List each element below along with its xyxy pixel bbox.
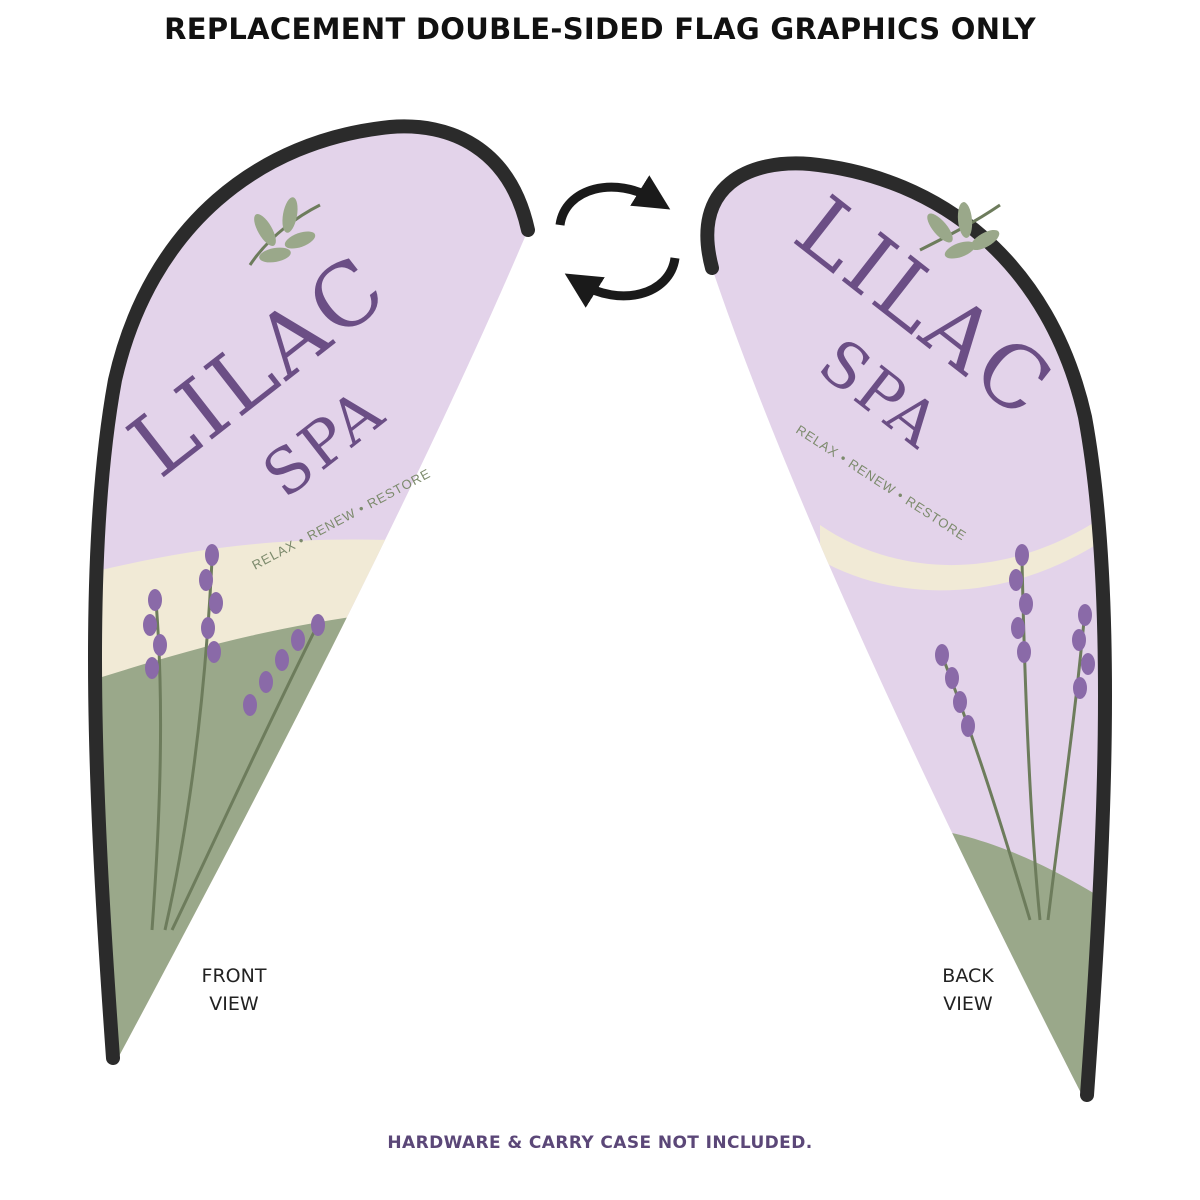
page-title: REPLACEMENT DOUBLE-SIDED FLAG GRAPHICS O… — [164, 12, 1036, 46]
back-flag-lavender-illustration — [935, 544, 1095, 921]
double-sided-rotate-arrows-icon — [553, 175, 682, 308]
back-flag: LILAC SPA RELAX • RENEW • RESTORE — [700, 156, 1113, 1102]
back-view-label-line2: VIEW — [943, 993, 993, 1015]
front-view-label-line2: VIEW — [209, 993, 259, 1015]
disclaimer-note: HARDWARE & CARRY CASE NOT INCLUDED. — [387, 1133, 813, 1153]
front-flag-sage-wave — [94, 600, 528, 1059]
back-view-label-line1: BACK — [942, 965, 994, 987]
front-view-label-line1: FRONT — [201, 965, 267, 987]
front-flag: LILAC SPA RELAX • RENEW • RESTORE — [87, 119, 535, 1065]
back-flag-pole-frame — [700, 156, 1113, 1102]
front-flag-pole-frame — [87, 119, 535, 1065]
front-view-label: FRONT VIEW — [174, 962, 294, 1018]
back-view-label: BACK VIEW — [908, 962, 1028, 1018]
back-flag-leaf-sprig — [919, 202, 1001, 259]
back-flag-cream-band — [820, 480, 1106, 591]
front-flag-leaf-sprig — [248, 197, 321, 266]
front-flag-lavender-illustration — [143, 544, 325, 931]
